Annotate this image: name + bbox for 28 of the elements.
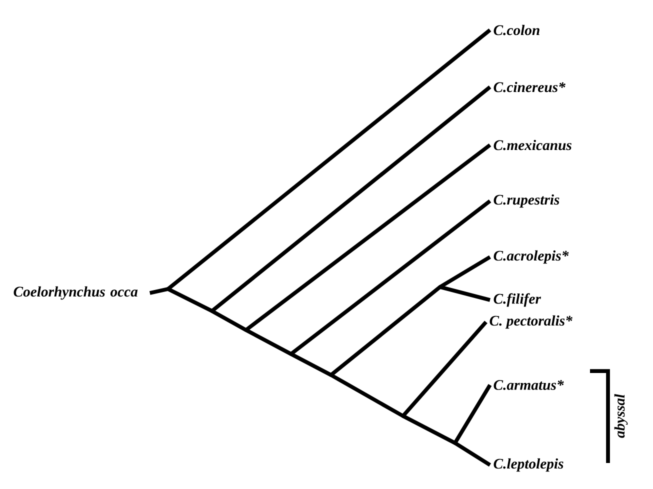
root-taxon-label: Coelorhynchus occa: [14, 286, 138, 300]
taxon-label: C.mexicanus: [494, 140, 572, 150]
taxon-label: C.leptolepis: [494, 458, 564, 472]
branch-line: [290, 199, 492, 356]
branch-line: [402, 320, 488, 418]
branch-line: [245, 328, 292, 356]
branch-line: [440, 285, 490, 302]
branch-line: [244, 143, 492, 332]
taxon-label: C.colon: [494, 24, 540, 36]
branch-line: [330, 373, 404, 418]
branch-line: [211, 309, 247, 332]
branch-line: [166, 28, 492, 290]
branch-line: [439, 255, 491, 289]
branch-line: [330, 286, 442, 376]
branch-line: [402, 414, 456, 445]
branch-line: [149, 287, 168, 295]
taxon-label: C.rupestris: [494, 194, 560, 208]
branch-line: [167, 287, 213, 313]
taxon-label: C. pectoralis*: [490, 315, 572, 329]
taxon-label: C.filifer: [494, 293, 542, 307]
taxon-label: C.armatus*: [494, 380, 564, 390]
branch-line: [453, 384, 492, 444]
branch-line: [454, 441, 492, 467]
taxon-label: C.cinereus*: [494, 82, 566, 92]
branch-line: [290, 352, 332, 377]
group-label: abyssal: [614, 394, 628, 438]
branch-line: [210, 86, 492, 313]
taxon-label: C.acrolepis*: [494, 250, 569, 264]
